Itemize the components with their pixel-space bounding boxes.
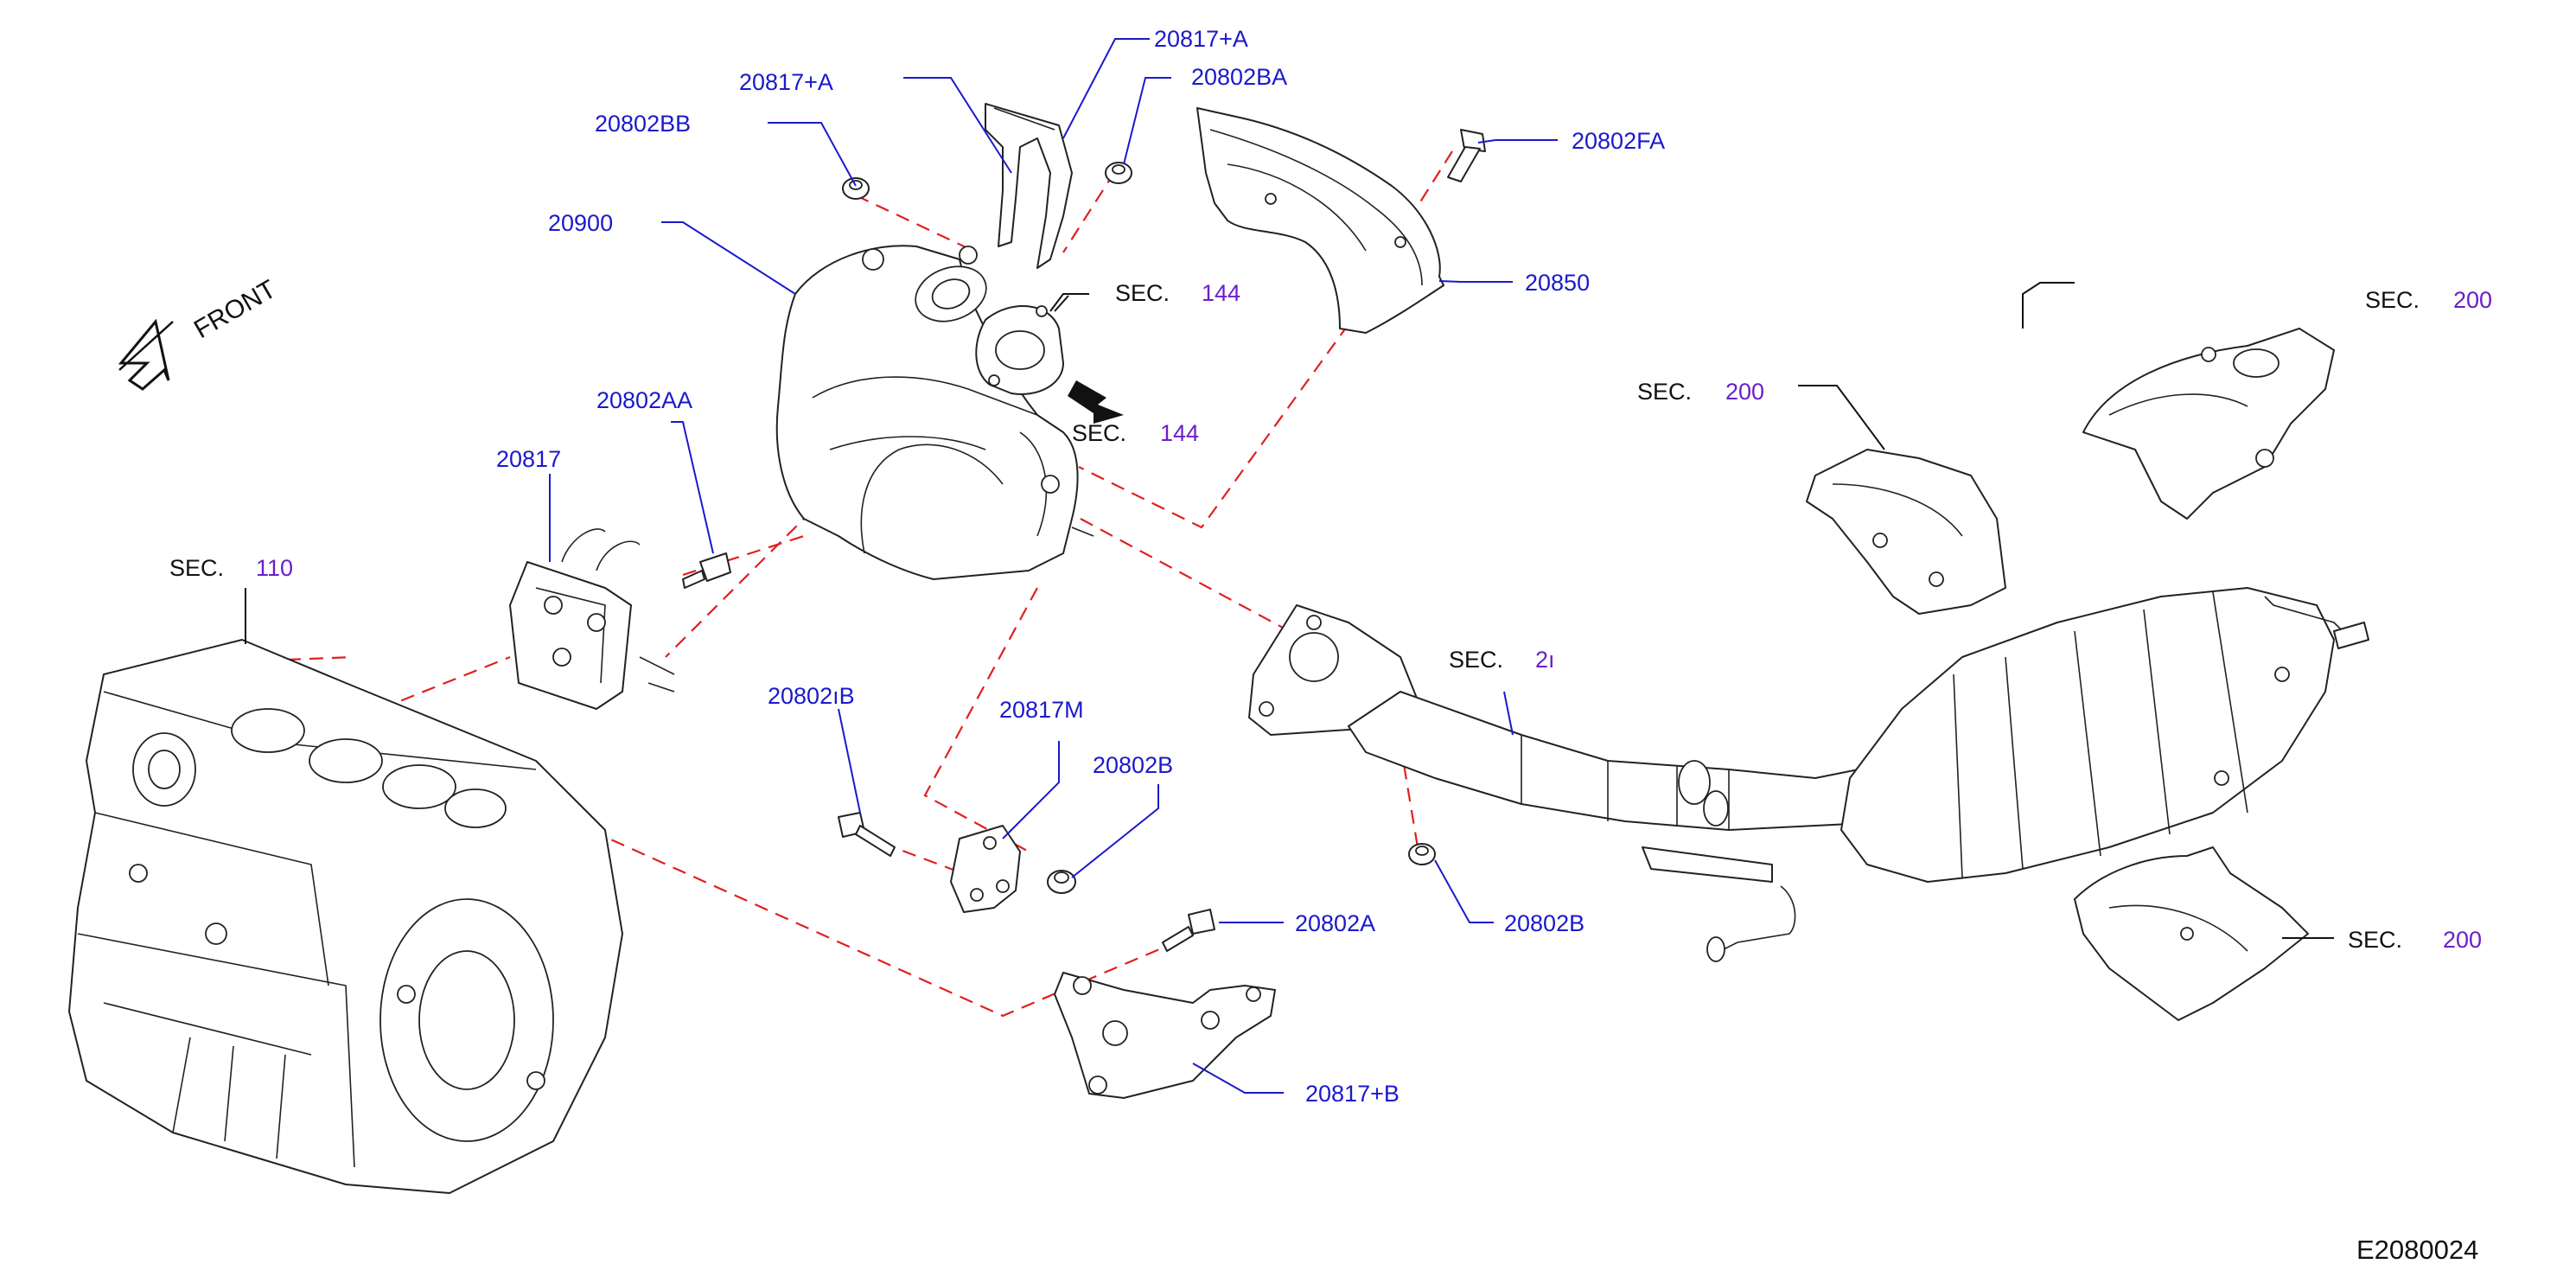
muffler: [1840, 587, 2369, 883]
label-20802FA[interactable]: 20802FA: [1572, 128, 1665, 154]
sec-ref-144-lower[interactable]: SEC. 144: [1072, 420, 1199, 446]
bolt-20802FA[interactable]: [1447, 129, 1486, 182]
engine-block-sec110: [68, 639, 623, 1194]
clamp-20817A[interactable]: [985, 103, 1073, 269]
label-20850[interactable]: 20850: [1525, 270, 1590, 296]
label-20817B[interactable]: 20817+B: [1305, 1081, 1400, 1107]
label-20802BB[interactable]: 20802BB: [595, 111, 691, 137]
sec-ref-144-upper[interactable]: SEC. 144: [1115, 280, 1240, 306]
label-20802B-mid[interactable]: 20802B: [1093, 752, 1173, 778]
catalytic-converter-20900[interactable]: [775, 245, 1094, 580]
figure-code: E2080024: [2356, 1235, 2478, 1265]
sec-word: SEC.: [2348, 927, 2402, 953]
label-20817A-left[interactable]: 20817+A: [739, 69, 833, 95]
heat-shield-sec200-bottom: [2074, 846, 2309, 1021]
sec-word: SEC.: [2365, 287, 2420, 313]
front-arrow-icon: [118, 318, 174, 391]
sec-number[interactable]: 200: [2453, 287, 2492, 313]
heat-shield-20850[interactable]: [1196, 107, 1444, 334]
bolt-20802AA[interactable]: [682, 552, 731, 589]
sec-number[interactable]: 200: [2443, 927, 2482, 953]
sec-word: SEC.: [169, 555, 224, 581]
nut-20802B-mid[interactable]: [1047, 870, 1076, 894]
nut-20802BA[interactable]: [1105, 162, 1132, 184]
sec-number[interactable]: 110: [256, 555, 293, 581]
sec-ref-200-mid[interactable]: SEC. 200: [1637, 379, 1764, 405]
label-20900[interactable]: 20900: [548, 210, 613, 236]
label-20802BA[interactable]: 20802BA: [1191, 64, 1287, 90]
sec-word: SEC.: [1449, 647, 1503, 673]
bracket-20817B[interactable]: [1054, 972, 1276, 1099]
label-20817[interactable]: 20817: [496, 446, 561, 472]
sec-number[interactable]: 200: [1725, 379, 1764, 405]
bolt-20802A[interactable]: [1162, 909, 1215, 952]
sec-ref-110[interactable]: SEC. 110: [169, 555, 293, 581]
sec-ref-200-top[interactable]: SEC. 200: [2365, 287, 2492, 313]
arrow-icon: [1068, 380, 1124, 424]
nut-20802B-right[interactable]: [1408, 843, 1436, 865]
sec-word: SEC.: [1072, 420, 1126, 446]
nut-20802BB[interactable]: [842, 177, 870, 200]
sec-number[interactable]: 144: [1202, 280, 1240, 306]
heat-shield-sec200-mid: [1806, 449, 2006, 615]
leader-lines: [245, 38, 2334, 1094]
bracket-20817M[interactable]: [950, 825, 1021, 913]
front-label: FRONT: [189, 275, 281, 344]
sec-number[interactable]: 144: [1160, 420, 1199, 446]
heat-shield-sec200-top: [2082, 328, 2335, 520]
label-20802AA[interactable]: 20802AA: [596, 387, 692, 413]
label-20817A-top[interactable]: 20817+A: [1154, 26, 1248, 52]
label-20802B-right[interactable]: 20802B: [1504, 910, 1584, 936]
sec-number[interactable]: 2ı: [1535, 647, 1555, 673]
sec-word: SEC.: [1637, 379, 1692, 405]
sec-word: SEC.: [1115, 280, 1170, 306]
bracket-20817[interactable]: [509, 528, 675, 710]
sec-ref-pipe-partial[interactable]: SEC. 2ı: [1449, 647, 1555, 673]
front-pipe-assembly: [1248, 604, 1903, 962]
label-20802A[interactable]: 20802A: [1295, 910, 1375, 936]
sec-ref-200-bottom[interactable]: SEC. 200: [2348, 927, 2482, 953]
gasket-sec144: [975, 305, 1064, 395]
bolt-20802B-small[interactable]: [838, 812, 896, 857]
label-20817M[interactable]: 20817M: [999, 697, 1084, 723]
label-20802B-bolt[interactable]: 20802ıB: [768, 683, 855, 709]
